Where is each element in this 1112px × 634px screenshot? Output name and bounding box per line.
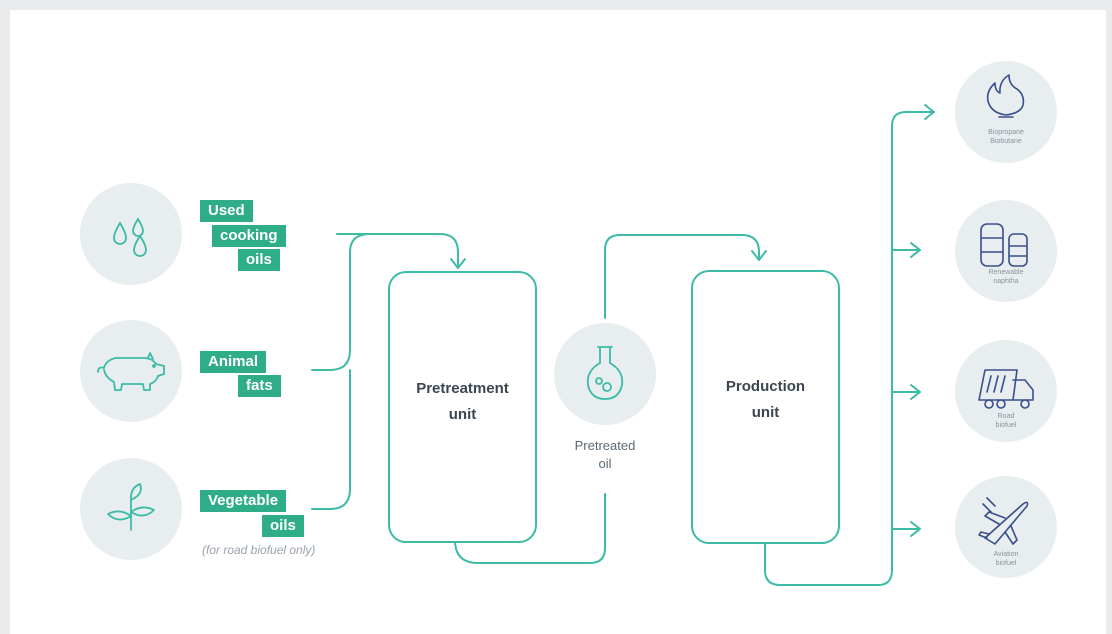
road-line-1: Road xyxy=(997,413,1015,420)
pretreated-line-1: Pretreated xyxy=(574,438,636,453)
road-biofuel-label: Road biofuel xyxy=(966,412,1046,430)
flask-icon xyxy=(586,346,624,400)
aviation-biofuel-circle xyxy=(955,476,1057,578)
connector-used-cooking-oils xyxy=(336,233,459,266)
pretreated-oil-circle xyxy=(554,323,656,425)
vegetable-oils-circle xyxy=(80,458,182,560)
vegetable-line-1: Vegetable xyxy=(200,490,287,512)
production-unit-label: Production unit xyxy=(693,374,838,426)
pretreatment-line-2: unit xyxy=(448,406,477,423)
airplane-icon xyxy=(978,497,1029,545)
animal-fats-circle xyxy=(80,320,182,422)
connector-pretreated-oil xyxy=(604,234,760,319)
biopropane-circle xyxy=(955,61,1057,163)
aviation-line-2: biofuel xyxy=(995,560,1017,567)
arrowhead-naphtha xyxy=(910,242,921,258)
connector-production-out xyxy=(764,111,933,586)
production-line-1: Production xyxy=(725,378,806,395)
arrowhead-aviation xyxy=(910,521,921,537)
animal-line-2: fats xyxy=(238,375,281,397)
arrowhead-production xyxy=(751,250,767,261)
production-line-2: unit xyxy=(751,404,780,421)
connector-pretreatment-out xyxy=(454,493,606,564)
pretreatment-unit-box xyxy=(388,271,537,543)
biopropane-label: Biopropane Biobutane xyxy=(966,128,1046,146)
arrowhead-pretreatment xyxy=(450,258,466,269)
biopropane-line-2: Biobutane xyxy=(990,138,1022,145)
connector-vegetable-oils xyxy=(311,369,351,510)
diagram-card xyxy=(10,10,1106,634)
biopropane-line-1: Biopropane xyxy=(988,129,1024,136)
used-line-2: cooking xyxy=(212,225,286,247)
production-unit-box xyxy=(691,270,840,544)
pretreatment-line-1: Pretreatment xyxy=(416,380,509,397)
animal-line-1: Animal xyxy=(200,351,267,373)
aviation-biofuel-label: Aviation biofuel xyxy=(966,550,1046,568)
used-line-1: Used xyxy=(200,200,253,222)
flame-icon xyxy=(986,74,1025,118)
tanks-icon xyxy=(980,223,1028,267)
used-cooking-oils-circle xyxy=(80,183,182,285)
aviation-line-1: Aviation xyxy=(993,551,1019,558)
pretreated-line-2: oil xyxy=(598,456,612,471)
naphtha-circle xyxy=(955,200,1057,302)
pig-icon xyxy=(97,352,165,391)
naphtha-line-2: naphtha xyxy=(993,278,1019,285)
road-line-2: biofuel xyxy=(995,422,1017,429)
truck-icon xyxy=(978,369,1034,409)
pretreated-oil-label: Pretreated oil xyxy=(555,437,655,473)
connector-animal-fats xyxy=(311,233,401,371)
sprout-icon xyxy=(107,483,155,531)
pretreatment-unit-label: Pretreatment unit xyxy=(390,376,535,428)
naphtha-line-1: Renewable xyxy=(988,269,1024,276)
arrowhead-biopropane xyxy=(924,104,935,120)
road-biofuel-circle xyxy=(955,340,1057,442)
arrowhead-road xyxy=(910,384,921,400)
naphtha-label: Renewable naphtha xyxy=(966,268,1046,286)
vegetable-note: (for road biofuel only) xyxy=(202,543,316,557)
used-line-3: oils xyxy=(238,249,280,271)
vegetable-line-2: oils xyxy=(262,515,304,537)
droplets-icon xyxy=(113,217,147,257)
